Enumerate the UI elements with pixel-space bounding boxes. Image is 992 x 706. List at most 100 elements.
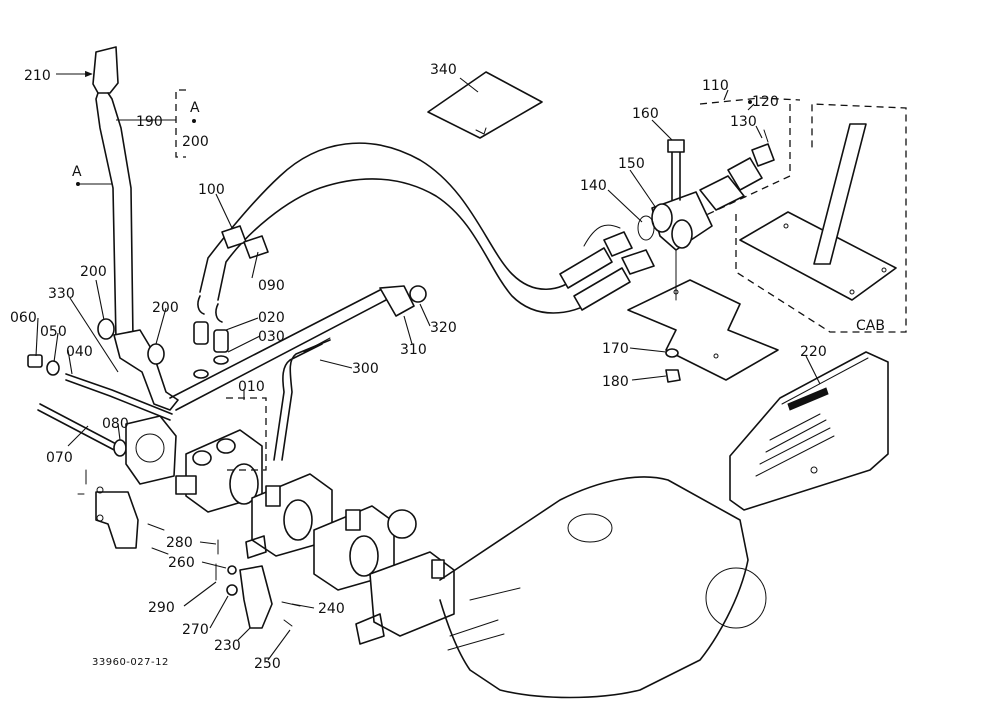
valve-spool-3	[345, 509, 361, 531]
fitting-wire	[583, 224, 621, 247]
label-090: 090	[258, 278, 285, 294]
hose-fitting-lower	[573, 267, 631, 311]
valve-spool-1	[175, 475, 197, 495]
housing-outline	[439, 476, 749, 699]
block-port-2	[671, 219, 693, 249]
label-160: 160	[632, 106, 659, 122]
valve-spool-4	[431, 559, 445, 579]
lever-knob	[92, 46, 119, 94]
label-270: 270	[182, 622, 209, 638]
nut-320	[409, 285, 427, 303]
o-ring-right	[213, 355, 229, 365]
hydraulic-hoses	[197, 142, 655, 323]
housing-ribs	[447, 587, 521, 651]
lever-rod	[95, 92, 134, 341]
label-030: 030	[258, 329, 285, 345]
o-ring-left	[193, 369, 209, 379]
control-lever-assembly	[92, 46, 179, 411]
valve-section-3-port	[349, 535, 379, 577]
bracket-plate-230	[239, 565, 273, 629]
sensor-body	[699, 175, 745, 211]
rod-040	[65, 373, 173, 421]
cab-area	[735, 103, 907, 333]
cab-outline	[735, 103, 907, 333]
bolt-160-head	[667, 139, 685, 153]
sensor-cap	[751, 143, 775, 167]
label-330: 330	[48, 286, 75, 302]
valve-spool-2	[265, 485, 281, 507]
dot-a-lever	[76, 182, 80, 186]
leader-lines	[35, 70, 821, 661]
bolt-left-a	[77, 469, 87, 495]
sensor-assembly	[699, 97, 801, 217]
end-plate-port	[135, 433, 165, 463]
hose-100	[199, 142, 579, 293]
bolts-240-250	[281, 601, 301, 627]
manual-340	[427, 71, 543, 139]
washer-270	[226, 584, 238, 596]
rod-end-310	[379, 285, 415, 317]
washer-080	[113, 439, 127, 457]
block-port-1	[651, 203, 673, 233]
connector-block	[637, 139, 713, 251]
label-180: 180	[602, 374, 629, 390]
rod-070	[37, 403, 121, 453]
label-190: 190	[136, 114, 163, 130]
label-140: 140	[580, 178, 607, 194]
manual-corner	[475, 127, 487, 135]
label-240: 240	[318, 601, 345, 617]
label-200-right: 200	[152, 300, 179, 316]
cover-body	[729, 351, 889, 511]
label-200-top: 200	[182, 134, 209, 150]
label-170: 170	[602, 341, 629, 357]
valve-section-010-bracket	[226, 397, 267, 471]
label-080: 080	[102, 416, 129, 432]
label-020: 020	[258, 310, 285, 326]
pedal-arm	[813, 123, 867, 265]
group-bracket-190	[175, 89, 186, 158]
control-cable-300	[273, 337, 331, 461]
manual-cover	[427, 71, 543, 139]
bolt-hole-2	[96, 514, 104, 522]
valve-section-1-port	[229, 463, 259, 505]
sensor-housing	[727, 157, 763, 191]
mount-bracket-left	[77, 469, 219, 555]
label-230: 230	[214, 638, 241, 654]
bolt-hole-1	[96, 486, 104, 494]
sensor-group-bracket	[699, 97, 801, 217]
linkage-rod	[169, 285, 427, 411]
cover-vent-slots	[755, 413, 835, 477]
valve-end-plate	[125, 415, 177, 485]
label-220: 220	[800, 344, 827, 360]
nut-060	[27, 354, 43, 368]
housing-boss	[567, 513, 613, 543]
fitting-left	[193, 321, 209, 345]
cable-body	[273, 339, 331, 461]
sensor-wire	[763, 129, 769, 143]
cover-bolt	[810, 466, 818, 474]
cover-vent-1	[787, 387, 829, 411]
label-050: 050	[40, 324, 67, 340]
valve-port-top-2	[216, 438, 236, 454]
washer-260	[227, 565, 237, 575]
label-040: 040	[66, 344, 93, 360]
label-300: 300	[352, 361, 379, 377]
control-valve-stack	[125, 397, 455, 645]
valve-relief-cap	[387, 509, 417, 539]
hose-nut-upper	[603, 231, 633, 257]
drawing-number: 33960-027-12	[92, 657, 169, 668]
washer-170	[665, 348, 679, 358]
transmission-housing	[439, 476, 767, 699]
label-110: 110	[702, 78, 729, 94]
label-200-left: 200	[80, 264, 107, 280]
label-cab: CAB	[856, 318, 885, 334]
hose-nut-lower	[621, 249, 655, 275]
label-310: 310	[400, 342, 427, 358]
bushing-200-left	[97, 318, 115, 340]
label-010: 010	[238, 379, 265, 395]
label-320: 320	[430, 320, 457, 336]
valve-fitting-side	[245, 535, 267, 559]
label-290: 290	[148, 600, 175, 616]
